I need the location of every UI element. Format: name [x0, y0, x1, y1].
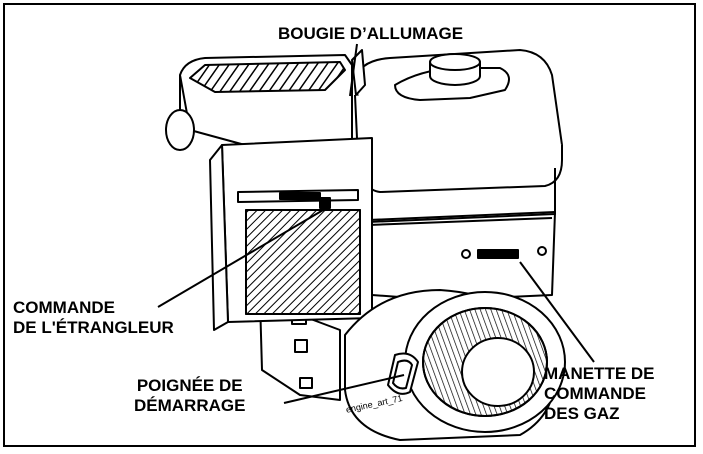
throttle-label: MANETTE DE COMMANDE DES GAZ [544, 364, 655, 423]
recoil-starter [344, 289, 566, 441]
leader-lines [157, 43, 595, 404]
air-filter-housing [209, 137, 373, 331]
choke-label: COMMANDE DE L'ÉTRANGLEUR [13, 298, 174, 337]
fuel-tank [354, 49, 563, 223]
choke-lever [279, 192, 321, 200]
crankcase [367, 211, 556, 301]
spark-plug-label: BOUGIE D’ALLUMAGE [278, 24, 464, 43]
air-cleaner-top [165, 54, 353, 151]
starter-handle-label: POIGNÉE DE DÉMARRAGE [134, 376, 246, 415]
throttle-lever [477, 249, 519, 259]
